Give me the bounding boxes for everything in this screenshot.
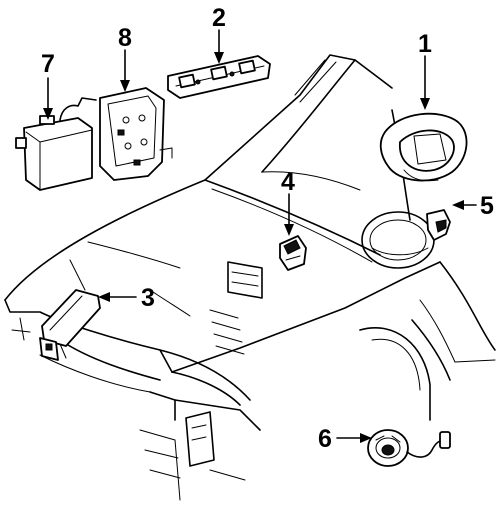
callout-2: 2: [212, 4, 226, 32]
part-2-sensor-bar: [167, 55, 271, 99]
callout-6: 6: [318, 425, 332, 453]
callout-1: 1: [418, 30, 432, 58]
part-7-diagnostic-module: [15, 97, 97, 191]
part-4-cowl-sensor: [279, 235, 307, 271]
part-8-bracket: [99, 87, 173, 181]
callout-4: 4: [281, 168, 295, 196]
callout-labels: 1 2 3 4 5 6 7 8: [41, 4, 494, 453]
callout-8: 8: [118, 24, 132, 52]
leader-arrows: [43, 29, 477, 443]
part-3-forward-sensor: [39, 289, 101, 361]
part-5-clip: [426, 209, 451, 241]
part-1-airbag-module: [379, 112, 468, 182]
part-6-clockspring: [367, 429, 451, 467]
callout-7: 7: [41, 50, 55, 78]
callout-3: 3: [141, 284, 155, 312]
callout-5: 5: [480, 192, 494, 220]
